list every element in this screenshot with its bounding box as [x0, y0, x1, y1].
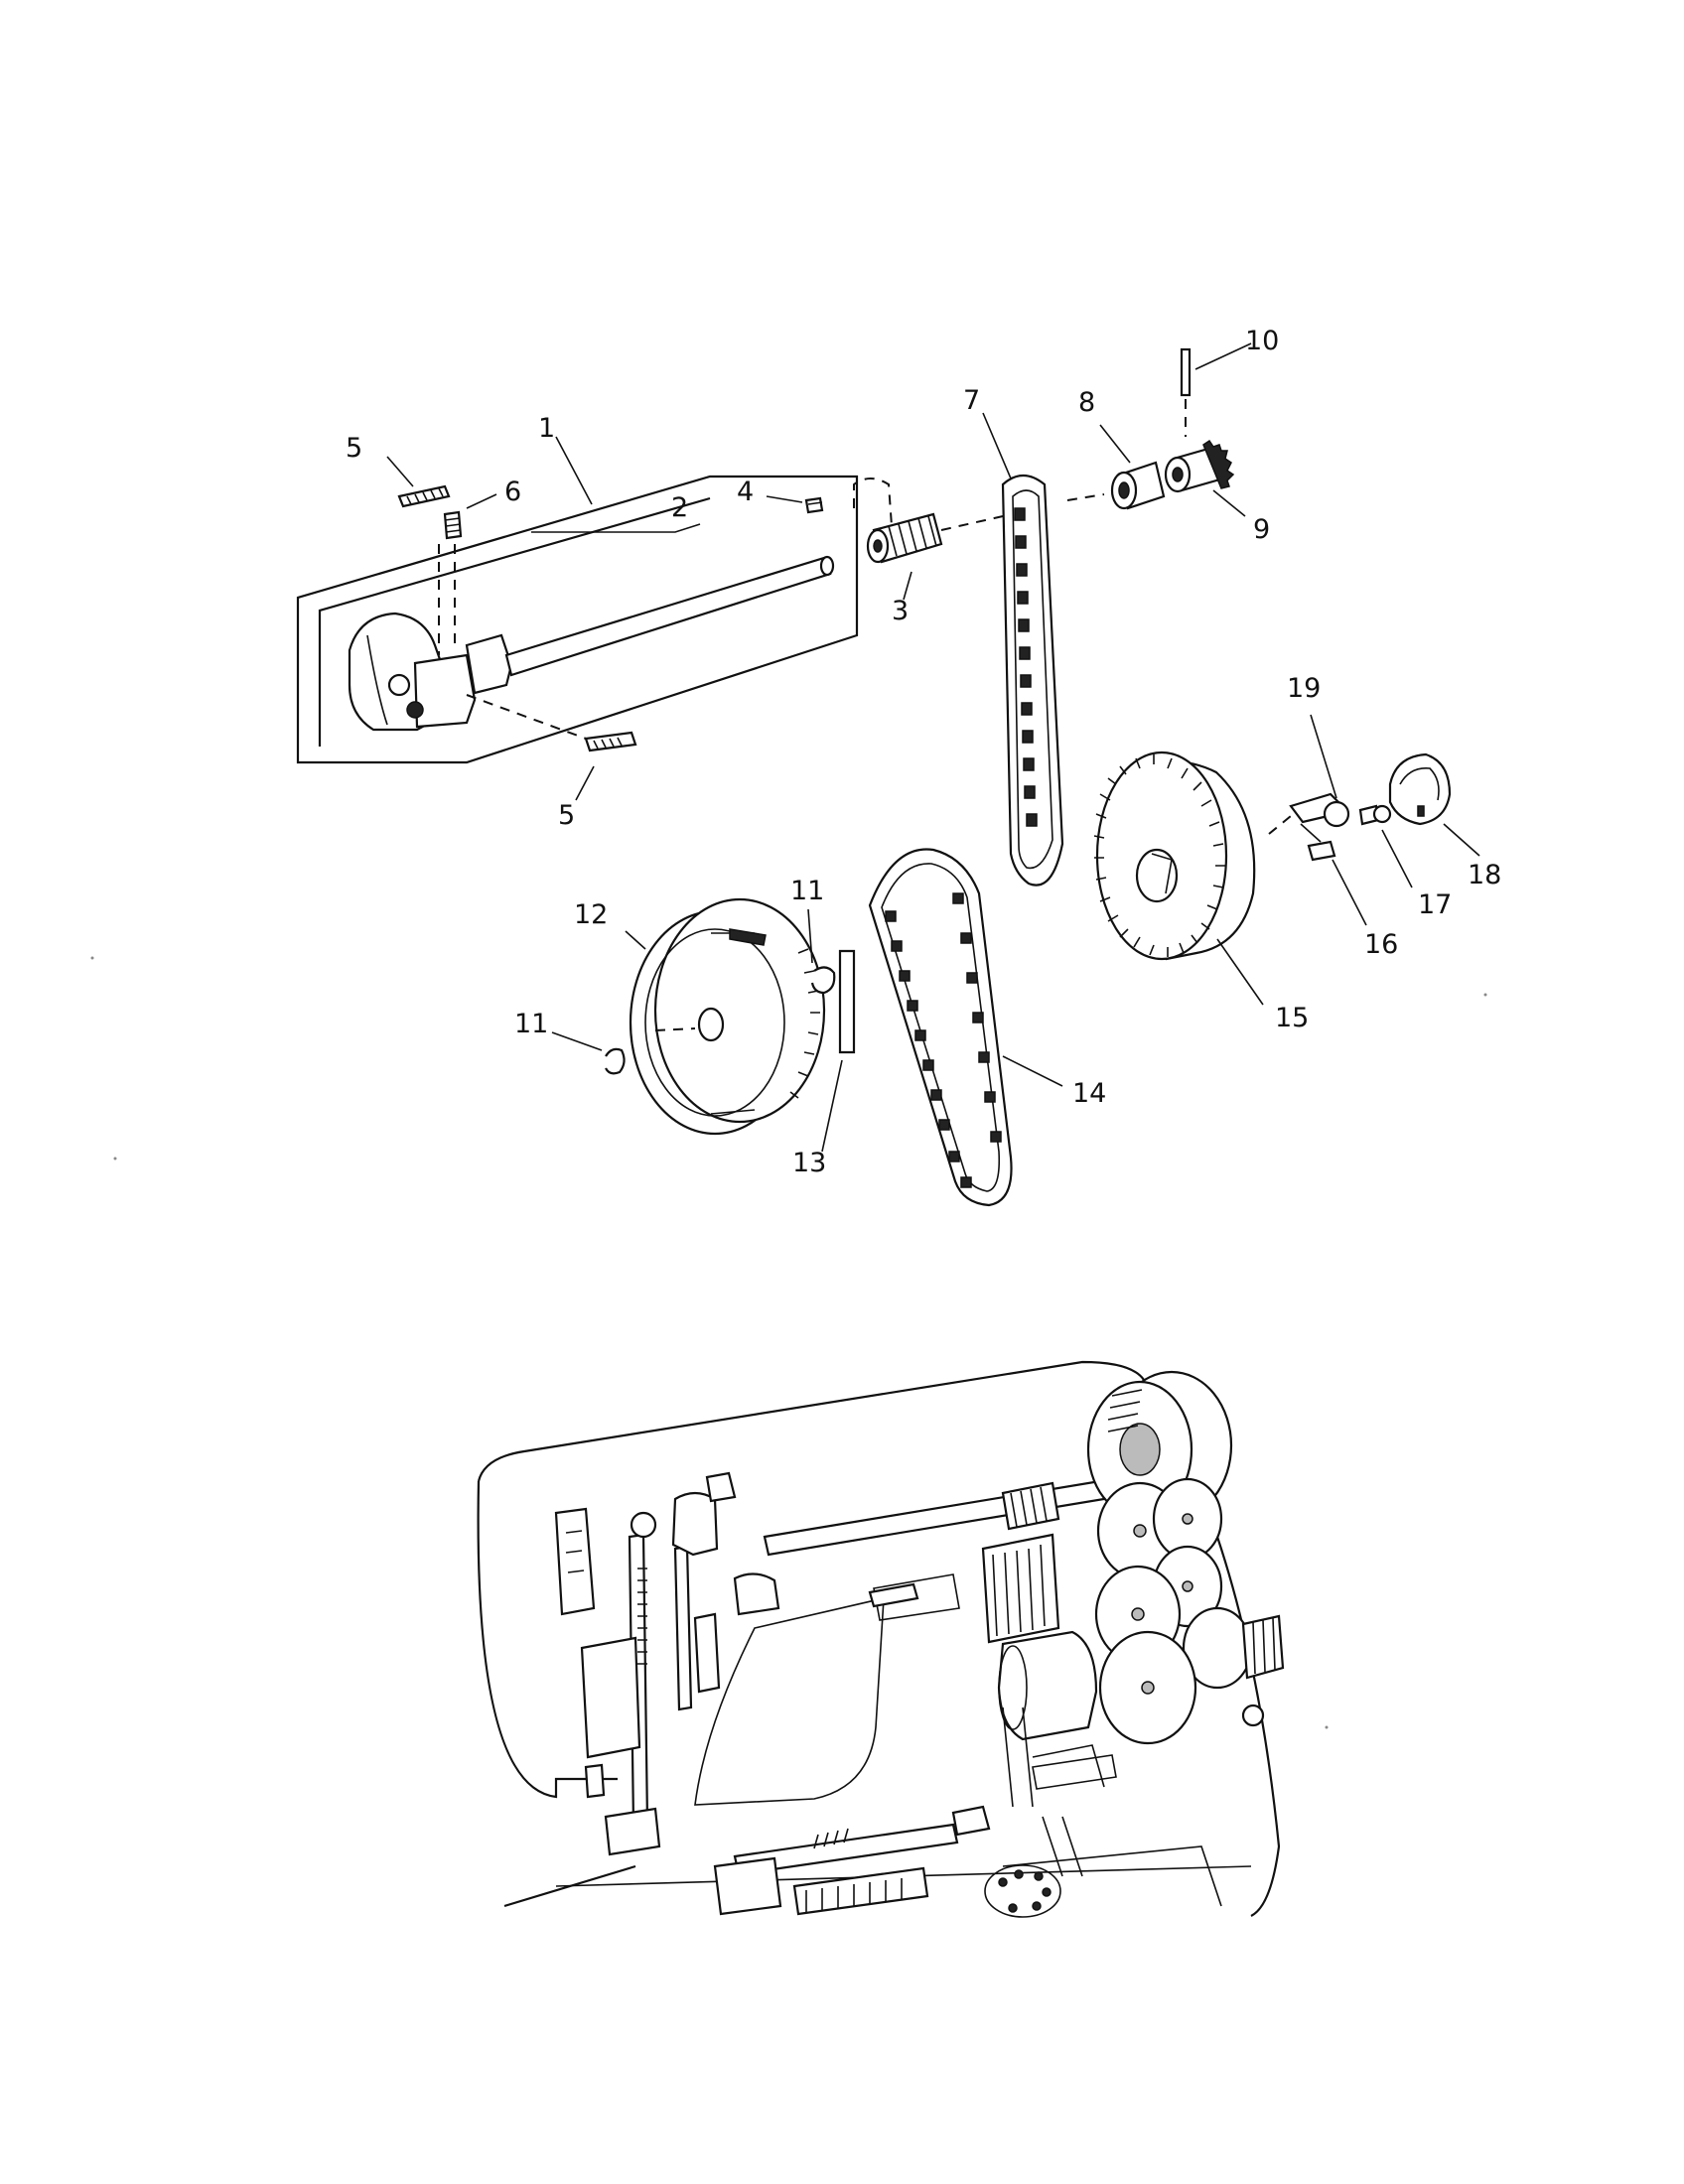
callout-3: 3 — [892, 596, 909, 626]
scan-mark — [90, 956, 94, 960]
crank-counterweight — [348, 612, 513, 732]
callout-9: 9 — [1253, 514, 1270, 545]
callout-6: 6 — [504, 477, 521, 507]
callout-2: 2 — [671, 492, 688, 523]
callout-14: 14 — [1072, 1078, 1106, 1109]
clutch-lever-16-19 — [1268, 714, 1367, 926]
callout-12: 12 — [574, 899, 608, 930]
callout-18: 18 — [1468, 860, 1501, 890]
worm-gear-3 — [866, 512, 943, 601]
key-13 — [821, 949, 856, 1153]
timing-pulley-15 — [1093, 751, 1264, 1006]
callout-8: 8 — [1078, 387, 1095, 418]
callout-11-right: 11 — [790, 876, 824, 906]
retaining-ring-11a — [551, 1031, 626, 1075]
arm-shaft-assembly — [296, 436, 859, 764]
set-screw-6 — [443, 493, 497, 540]
bushing-8 — [1099, 424, 1166, 510]
timing-belt-lower — [868, 848, 1063, 1207]
arm-shaft — [504, 555, 835, 677]
handwheel-pulley-12 — [625, 897, 826, 1136]
callout-13: 13 — [792, 1148, 826, 1178]
scan-mark — [113, 1157, 117, 1160]
callout-11-left: 11 — [514, 1009, 548, 1039]
callout-1: 1 — [538, 413, 555, 444]
callout-5-top: 5 — [346, 433, 362, 464]
screw-4 — [766, 495, 824, 514]
scan-mark — [1325, 1725, 1329, 1729]
callout-5-bottom: 5 — [558, 800, 575, 831]
stud-17 — [1358, 804, 1413, 888]
timing-belt-upper — [982, 412, 1064, 887]
callout-labels: 1 2 3 4 5 6 5 7 8 9 10 11 12 11 13 14 15… — [346, 326, 1501, 1178]
callout-16: 16 — [1364, 929, 1398, 960]
set-screw-top — [386, 456, 451, 508]
callout-10: 10 — [1245, 326, 1279, 356]
machine-head-outline — [477, 1480, 618, 1799]
callout-7: 7 — [963, 385, 980, 416]
assembly-outline-box — [296, 475, 859, 764]
callout-15: 15 — [1275, 1003, 1309, 1033]
callout-17: 17 — [1418, 889, 1452, 920]
callout-19: 19 — [1287, 673, 1321, 704]
set-screw-bottom — [575, 731, 637, 801]
gear-9 — [1164, 439, 1246, 517]
cam-18 — [1388, 752, 1480, 857]
retaining-ring-11b — [807, 908, 836, 995]
machine-overview-illustration — [477, 1360, 1285, 1918]
pin-10 — [1180, 342, 1252, 437]
scan-mark — [1483, 993, 1487, 997]
callout-4: 4 — [737, 477, 754, 507]
